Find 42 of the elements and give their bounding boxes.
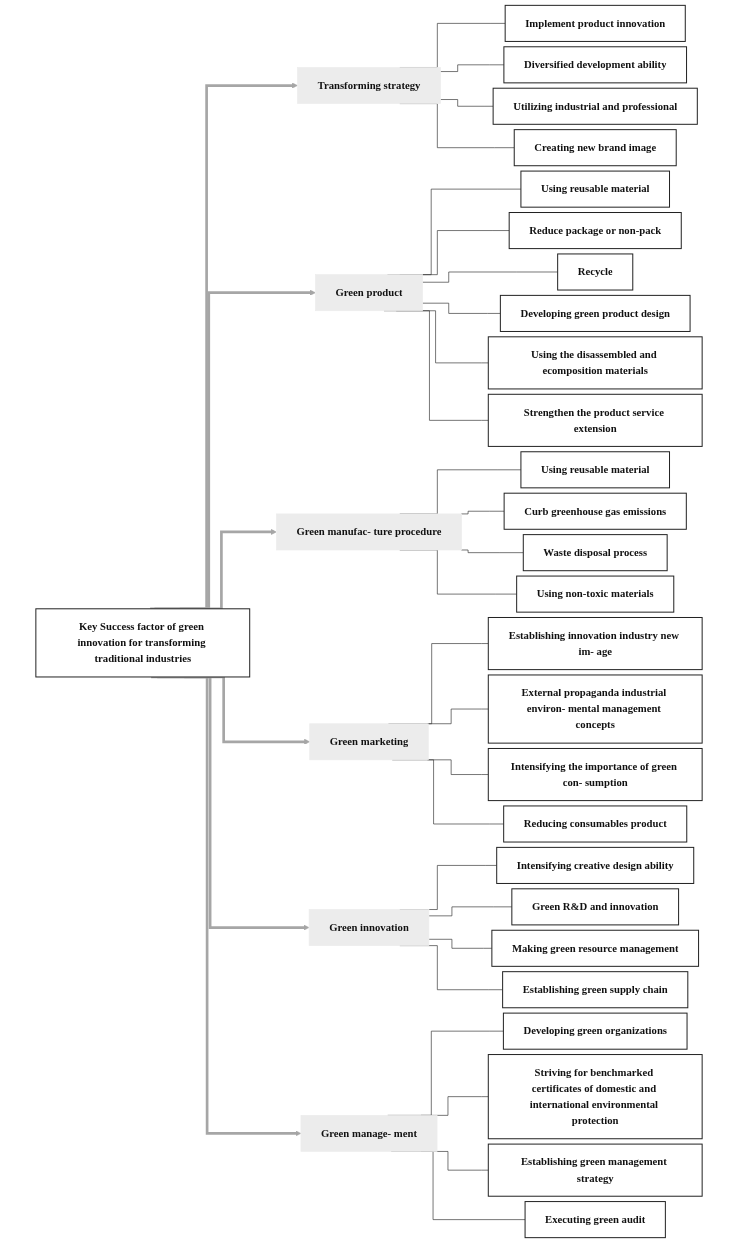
connector xyxy=(427,708,489,725)
node-box: Establishing innovation industry new im- age xyxy=(487,617,703,671)
node-box: Diversified development ability xyxy=(503,46,688,84)
node-box: Green R&D and innovation xyxy=(511,888,680,926)
node-box: Curb greenhouse gas emissions xyxy=(503,492,687,530)
connector xyxy=(422,271,558,283)
node-box: Key Success factor of green innovation for transforming traditional industries xyxy=(35,608,251,678)
node-box: Strengthen the product service extension xyxy=(487,393,703,447)
connector xyxy=(460,510,505,515)
node-box: Using reusable material xyxy=(520,170,670,208)
connector xyxy=(440,64,505,72)
node-box: Implement product innovation xyxy=(504,4,686,42)
connector xyxy=(422,302,501,314)
node-box: Developing green product design xyxy=(499,294,691,332)
node-box: Reduce package or non-pack xyxy=(508,212,682,250)
node-box: External propaganda industrial environ- mental management concepts xyxy=(487,674,703,744)
connector xyxy=(428,938,493,949)
node-box: Intensifying creative design ability xyxy=(496,846,695,884)
node-box: Green manage- ment xyxy=(300,1115,438,1152)
node-box: Using the disassembled and ecomposition materials xyxy=(487,336,703,390)
node-box: Creating new brand image xyxy=(513,129,677,167)
node-box: Making green resource management xyxy=(491,929,700,967)
node-box: Transforming strategy xyxy=(297,67,441,104)
node-box: Intensifying the importance of green con- sumption xyxy=(487,747,703,802)
node-box: Utilizing industrial and professional xyxy=(492,87,698,125)
node-box: Green marketing xyxy=(309,723,429,761)
node-box: Establishing green supply chain xyxy=(502,971,689,1009)
node-box: Green product xyxy=(315,274,423,312)
connector xyxy=(440,99,494,107)
node-box: Using reusable material xyxy=(520,451,670,489)
node-box: Developing green organizations xyxy=(502,1012,688,1050)
connector xyxy=(428,906,513,917)
node-box: Green innovation xyxy=(308,909,430,946)
node-box: Recycle xyxy=(557,253,634,291)
node-box: Executing green audit xyxy=(524,1201,666,1239)
connector xyxy=(460,549,524,553)
node-box: Waste disposal process xyxy=(522,534,668,572)
node-box: Using non-toxic materials xyxy=(516,575,675,613)
node-box: Green manufac- ture procedure xyxy=(276,513,462,551)
node-box: Establishing green management strategy xyxy=(487,1143,703,1197)
node-box: Striving for benchmarked certificates of domestic and international environmental protection xyxy=(487,1054,703,1140)
node-box: Reducing consumables product xyxy=(503,805,688,843)
